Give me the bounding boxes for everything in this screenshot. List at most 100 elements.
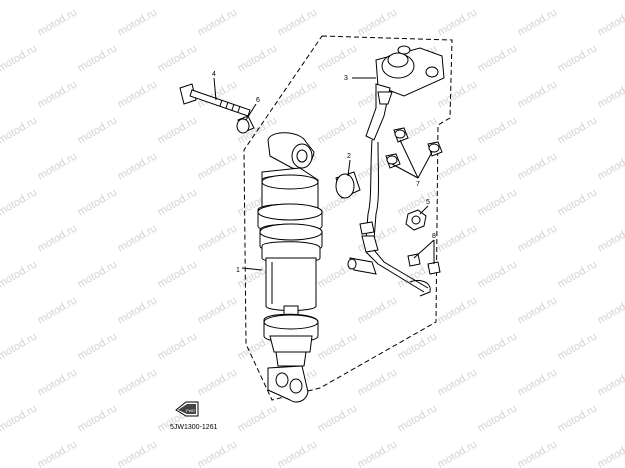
hose-part xyxy=(347,139,431,297)
watermark-text: motod.ru xyxy=(556,42,600,74)
watermark-text: motod.ru xyxy=(476,330,520,362)
watermark-text: motod.ru xyxy=(396,402,440,434)
watermark-text: motod.ru xyxy=(156,114,200,146)
watermark-text: motod.ru xyxy=(436,366,480,398)
leader-lines xyxy=(213,77,435,271)
watermark-text: motod.ru xyxy=(436,222,480,254)
collar-part xyxy=(236,115,255,134)
watermark-text: motod.ru xyxy=(36,150,80,182)
watermark-text: motod.ru xyxy=(196,150,240,182)
watermark-text: motod.ru xyxy=(276,438,320,468)
watermark-text: motod.ru xyxy=(0,114,39,146)
watermark-text: motod.ru xyxy=(396,0,440,3)
watermark-text: motod.ru xyxy=(476,402,520,434)
watermark-text: motod.ru xyxy=(76,42,120,74)
fwd-arrow-icon: FWD xyxy=(175,401,199,417)
watermark-text: motod.ru xyxy=(476,186,520,218)
watermark-text: motod.ru xyxy=(276,6,320,38)
watermark-text: motod.ru xyxy=(76,258,120,290)
watermark-text: motod.ru xyxy=(116,6,160,38)
watermark-text: motod.ru xyxy=(156,42,200,74)
fwd-label: FWD xyxy=(186,408,195,413)
watermark-text: motod.ru xyxy=(516,150,560,182)
watermark-text: motod.ru xyxy=(556,402,600,434)
watermark-text: motod.ru xyxy=(116,78,160,110)
watermark-text: motod.ru xyxy=(76,402,120,434)
watermark-text: motod.ru xyxy=(596,366,625,398)
watermark-text: motod.ru xyxy=(116,222,160,254)
watermark-text: motod.ru xyxy=(116,438,160,468)
watermark-text: motod.ru xyxy=(476,258,520,290)
watermark-text: motod.ru xyxy=(436,294,480,326)
watermark-text: motod.ru xyxy=(396,330,440,362)
watermark-text: motod.ru xyxy=(36,6,80,38)
watermark-text: motod.ru xyxy=(116,294,160,326)
callout-1: 1 xyxy=(236,267,240,274)
watermark-text: motod.ru xyxy=(316,114,360,146)
bushing-part xyxy=(335,171,361,199)
watermark-text: motod.ru xyxy=(596,150,625,182)
watermark-text: motod.ru xyxy=(476,42,520,74)
watermark-text: motod.ru xyxy=(596,438,625,468)
watermark-text: motod.ru xyxy=(476,114,520,146)
watermark-text: motod.ru xyxy=(436,438,480,468)
watermark-text: motod.ru xyxy=(156,330,200,362)
watermark-text: motod.ru xyxy=(196,366,240,398)
watermark-text: motod.ru xyxy=(556,330,600,362)
diagram-code: 5JW1300-1261 xyxy=(170,424,218,431)
watermark-text: motod.ru xyxy=(76,114,120,146)
watermark-text: motod.ru xyxy=(36,222,80,254)
watermark-text: motod.ru xyxy=(196,294,240,326)
watermark-text: motod.ru xyxy=(196,222,240,254)
watermark-text: motod.ru xyxy=(316,42,360,74)
watermark-text: motod.ru xyxy=(0,42,39,74)
callout-6: 6 xyxy=(256,97,260,104)
watermark-text: motod.ru xyxy=(556,186,600,218)
watermark-text: motod.ru xyxy=(36,438,80,468)
watermark-text: motod.ru xyxy=(356,294,400,326)
adjuster-assembly-part xyxy=(365,45,445,141)
clip-parts xyxy=(407,253,441,275)
shock-absorber-part xyxy=(257,132,323,403)
watermark-text: motod.ru xyxy=(116,150,160,182)
watermark-text: motod.ru xyxy=(196,6,240,38)
assembly-boundary xyxy=(243,35,453,401)
watermark-text: motod.ru xyxy=(556,258,600,290)
watermark-text: motod.ru xyxy=(36,78,80,110)
grommet-parts xyxy=(385,127,443,169)
watermark-text: motod.ru xyxy=(316,0,360,3)
watermark-text: motod.ru xyxy=(436,6,480,38)
watermark-text: motod.ru xyxy=(436,78,480,110)
watermark-text: motod.ru xyxy=(516,6,560,38)
watermark-text: motod.ru xyxy=(36,294,80,326)
watermark-text: motod.ru xyxy=(596,294,625,326)
watermark-text: motod.ru xyxy=(516,366,560,398)
watermark-text: motod.ru xyxy=(516,78,560,110)
watermark-text: motod.ru xyxy=(516,294,560,326)
watermark-text: motod.ru xyxy=(476,0,520,3)
watermark-text: motod.ru xyxy=(116,366,160,398)
watermark-text: motod.ru xyxy=(156,0,200,3)
callout-4: 4 xyxy=(212,71,216,78)
callout-2: 2 xyxy=(347,153,351,160)
nut-part xyxy=(405,209,427,231)
watermark-text: motod.ru xyxy=(0,258,39,290)
callout-5: 5 xyxy=(426,199,430,206)
watermark-text: motod.ru xyxy=(556,114,600,146)
watermark-text: motod.ru xyxy=(436,150,480,182)
watermark-text: motod.ru xyxy=(0,186,39,218)
watermark-text: motod.ru xyxy=(36,366,80,398)
watermark-text: motod.ru xyxy=(0,330,39,362)
watermark-text: motod.ru xyxy=(76,0,120,3)
watermark-text: motod.ru xyxy=(76,330,120,362)
watermark-text: motod.ru xyxy=(596,222,625,254)
callout-labels: 1 2 3 4 5 6 7 8 xyxy=(212,71,436,274)
watermark-text: motod.ru xyxy=(596,78,625,110)
watermark-text: motod.ru xyxy=(316,330,360,362)
watermark-text: motod.ru xyxy=(236,402,280,434)
watermark-text: motod.ru xyxy=(556,0,600,3)
watermark-text: motod.ru xyxy=(0,402,39,434)
watermark-text: motod.ru xyxy=(316,402,360,434)
